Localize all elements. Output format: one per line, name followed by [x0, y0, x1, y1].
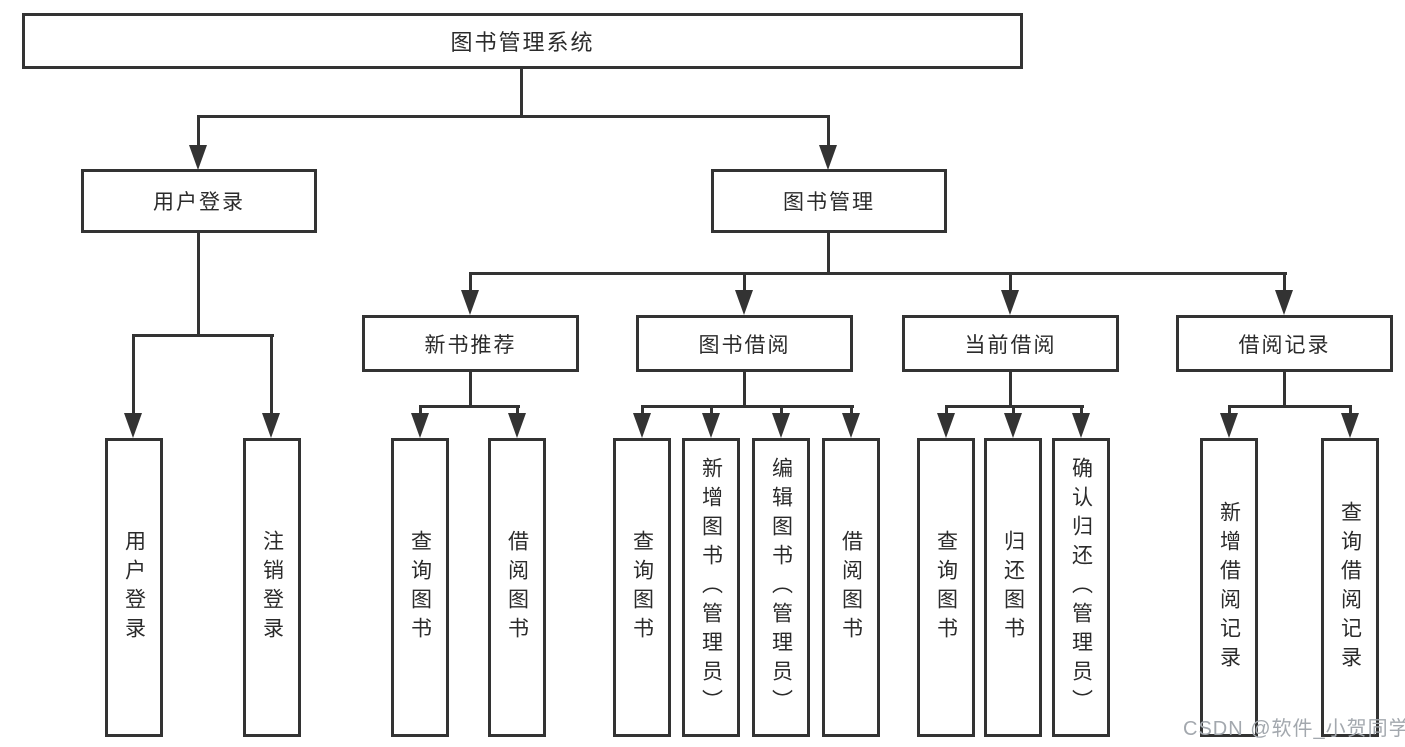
node-label: 用户登录 — [122, 529, 146, 646]
connector-line — [641, 405, 644, 414]
connector-line — [132, 334, 274, 337]
node-current-borrow: 当前借阅 — [902, 315, 1119, 372]
connector-line — [780, 405, 783, 414]
node-borrow-records: 借阅记录 — [1176, 315, 1393, 372]
arrow-down-icon — [189, 145, 207, 170]
node-label: 注销登录 — [260, 529, 284, 646]
node-label: 查询图书 — [408, 529, 432, 646]
leaf-return-books: 归还图书 — [984, 438, 1042, 737]
node-label: 归还图书 — [1001, 529, 1025, 646]
node-label: 图书管理系统 — [450, 30, 595, 55]
connector-line — [270, 334, 273, 414]
connector-line — [1012, 405, 1015, 414]
connector-line — [827, 115, 830, 146]
node-book-management: 图书管理 — [711, 169, 947, 233]
arrow-down-icon — [1001, 290, 1019, 315]
arrow-down-icon — [1220, 413, 1238, 438]
node-label: 图书管理 — [783, 191, 875, 214]
leaf-newbook-query-books: 查询图书 — [391, 438, 449, 737]
node-label: 借阅图书 — [505, 529, 529, 646]
arrow-down-icon — [508, 413, 526, 438]
csdn-watermark: CSDN @软件_小贺同学 — [1183, 718, 1405, 740]
arrow-down-icon — [1004, 413, 1022, 438]
arrow-down-icon — [772, 413, 790, 438]
arrow-down-icon — [461, 290, 479, 315]
leaf-add-books-admin: 新增图书（管理员） — [682, 438, 740, 737]
node-label: 查询图书 — [630, 529, 654, 646]
leaf-logout: 注销登录 — [243, 438, 301, 737]
node-label: 用户登录 — [153, 191, 245, 214]
node-book-borrow: 图书借阅 — [636, 315, 853, 372]
connector-line — [516, 405, 519, 414]
node-label: 借阅记录 — [1238, 333, 1331, 357]
node-label: 编辑图书（管理员） — [769, 457, 793, 718]
connector-line — [641, 405, 854, 408]
leaf-add-borrow-record: 新增借阅记录 — [1200, 438, 1258, 737]
connector-line — [1349, 405, 1352, 414]
connector-line — [197, 115, 830, 118]
arrow-down-icon — [411, 413, 429, 438]
node-label: 借阅图书 — [839, 529, 863, 646]
node-label: 查询借阅记录 — [1338, 500, 1362, 675]
connector-line — [1080, 405, 1083, 414]
arrow-down-icon — [819, 145, 837, 170]
arrow-down-icon — [1341, 413, 1359, 438]
leaf-newbook-borrow-books: 借阅图书 — [488, 438, 546, 737]
node-new-book-recommend: 新书推荐 — [362, 315, 579, 372]
node-label: 当前借阅 — [964, 333, 1057, 357]
connector-line — [743, 372, 746, 407]
leaf-borrow-query-books: 查询图书 — [613, 438, 671, 737]
node-label: 确认归还（管理员） — [1069, 457, 1093, 718]
arrow-down-icon — [735, 290, 753, 315]
arrow-down-icon — [1275, 290, 1293, 315]
connector-line — [1283, 272, 1286, 292]
connector-line — [1283, 372, 1286, 407]
arrow-down-icon — [842, 413, 860, 438]
connector-line — [469, 272, 1287, 275]
connector-line — [1009, 372, 1012, 407]
leaf-borrow-books: 借阅图书 — [822, 438, 880, 737]
connector-line — [827, 233, 830, 274]
node-root-system: 图书管理系统 — [22, 13, 1023, 69]
node-label: 查询图书 — [934, 529, 958, 646]
connector-line — [419, 405, 520, 408]
connector-line — [850, 405, 853, 414]
connector-line — [197, 115, 200, 146]
connector-line — [469, 372, 472, 407]
arrow-down-icon — [1072, 413, 1090, 438]
node-label: 图书借阅 — [698, 333, 791, 357]
node-user-login: 用户登录 — [81, 169, 317, 233]
leaf-query-borrow-record: 查询借阅记录 — [1321, 438, 1379, 737]
arrow-down-icon — [937, 413, 955, 438]
connector-line — [945, 405, 948, 414]
node-label: 新增借阅记录 — [1217, 500, 1241, 675]
connector-line — [710, 405, 713, 414]
connector-line — [419, 405, 422, 414]
arrow-down-icon — [124, 413, 142, 438]
connector-line — [132, 334, 135, 414]
arrow-down-icon — [262, 413, 280, 438]
connector-line — [1228, 405, 1231, 414]
leaf-edit-books-admin: 编辑图书（管理员） — [752, 438, 810, 737]
leaf-current-query-books: 查询图书 — [917, 438, 975, 737]
node-label: 新书推荐 — [424, 333, 517, 357]
connector-line — [1009, 272, 1012, 292]
connector-line — [1228, 405, 1352, 408]
connector-line — [469, 272, 472, 292]
arrow-down-icon — [633, 413, 651, 438]
connector-line — [520, 69, 523, 117]
arrow-down-icon — [702, 413, 720, 438]
connector-line — [197, 233, 200, 336]
node-label: 新增图书（管理员） — [699, 457, 723, 718]
leaf-user-login: 用户登录 — [105, 438, 163, 737]
connector-line — [743, 272, 746, 292]
leaf-confirm-return-admin: 确认归还（管理员） — [1052, 438, 1110, 737]
